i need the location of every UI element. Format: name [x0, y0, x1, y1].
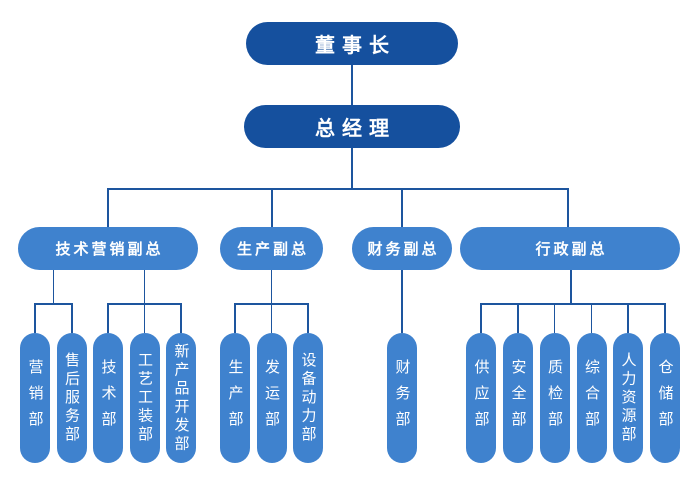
org-node-safety-dept: 安全部 — [503, 333, 533, 463]
connector-gm-bus — [351, 148, 353, 188]
org-node-tech-marketing-vp: 技术营销副总 — [18, 227, 198, 270]
new-product-dev-dept-label: 新产品开发部 — [172, 342, 191, 454]
org-node-general-affairs-dept: 综合部 — [576, 333, 607, 463]
connector-bus-branch1a — [34, 303, 73, 305]
warehouse-dept-label: 仓储部 — [656, 359, 675, 437]
org-node-supply-dept: 供应部 — [466, 333, 496, 463]
connector-drop-hr — [627, 303, 629, 333]
connector-drop-equipment-power — [307, 303, 309, 333]
marketing-dept-label: 营销部 — [26, 359, 45, 437]
tech-marketing-vp-label: 技术营销副总 — [55, 240, 164, 258]
hr-dept-label: 人力资源部 — [619, 351, 638, 445]
org-node-hr-dept: 人力资源部 — [613, 333, 643, 463]
connector-drop-vp1 — [107, 188, 109, 227]
finance-vp-label: 财务副总 — [367, 240, 440, 258]
production-dept-label: 生产部 — [226, 359, 245, 437]
connector-drop-marketing — [34, 303, 36, 333]
org-node-marketing-dept: 营销部 — [20, 333, 50, 463]
process-tooling-dept-label: 工艺工装部 — [136, 351, 154, 445]
org-node-production-dept: 生产部 — [220, 333, 250, 463]
safety-dept-label: 安全部 — [509, 359, 528, 437]
general-manager-label: 总经理 — [315, 116, 396, 140]
connector-feed-branch4 — [570, 270, 572, 303]
connector-feed-branch1b — [143, 270, 146, 303]
technical-dept-label: 技术部 — [99, 359, 118, 437]
org-node-warehouse-dept: 仓储部 — [650, 333, 680, 463]
connector-drop-safety — [517, 303, 519, 333]
connector-main-bus — [107, 188, 569, 190]
org-node-quality-inspection-dept: 质检部 — [539, 333, 570, 463]
connector-drop-quality — [553, 303, 556, 333]
supply-dept-label: 供应部 — [472, 359, 491, 437]
admin-vp-label: 行政副总 — [535, 240, 608, 258]
connector-drop-technical — [107, 303, 109, 333]
finance-dept-label: 财务部 — [393, 359, 412, 437]
connector-drop-vp3 — [401, 188, 403, 227]
connector-drop-shipping — [270, 303, 273, 333]
connector-drop-warehouse — [664, 303, 666, 333]
connector-feed-branch1a — [52, 270, 55, 303]
connector-bus-branch4 — [480, 303, 666, 305]
connector-drop-vp4 — [567, 188, 569, 227]
after-sales-service-dept-label: 售后服务部 — [63, 351, 81, 445]
org-node-general-manager: 总经理 — [244, 105, 460, 148]
chairman-label: 董事长 — [315, 33, 396, 57]
connector-drop-new-product-dev — [180, 303, 182, 333]
org-node-new-product-dev-dept: 新产品开发部 — [166, 333, 196, 463]
connector-chairman-gm — [351, 65, 353, 105]
production-vp-label: 生产副总 — [236, 240, 309, 258]
org-node-production-vp: 生产副总 — [220, 227, 323, 270]
org-node-chairman: 董事长 — [246, 22, 458, 65]
org-node-finance-dept: 财务部 — [387, 333, 417, 463]
connector-drop-general-affairs — [590, 303, 593, 333]
connector-drop-supply — [480, 303, 482, 333]
org-node-admin-vp: 行政副总 — [460, 227, 680, 270]
general-affairs-dept-label: 综合部 — [583, 359, 601, 437]
connector-feed-branch2 — [270, 270, 273, 303]
org-node-after-sales-service-dept: 售后服务部 — [56, 333, 87, 463]
shipping-dept-label: 发运部 — [263, 359, 281, 437]
org-node-finance-vp: 财务副总 — [352, 227, 452, 270]
connector-drop-vp2 — [271, 188, 273, 227]
org-node-shipping-dept: 发运部 — [256, 333, 287, 463]
quality-inspection-dept-label: 质检部 — [546, 359, 564, 437]
org-node-technical-dept: 技术部 — [93, 333, 123, 463]
org-node-process-tooling-dept: 工艺工装部 — [129, 333, 160, 463]
connector-drop-after-sales — [71, 303, 73, 333]
connector-drop-production — [234, 303, 236, 333]
connector-feed-finance-dept — [401, 270, 403, 333]
equipment-power-dept-label: 设备动力部 — [299, 351, 318, 445]
connector-drop-process-tooling — [143, 303, 146, 333]
org-node-equipment-power-dept: 设备动力部 — [293, 333, 323, 463]
